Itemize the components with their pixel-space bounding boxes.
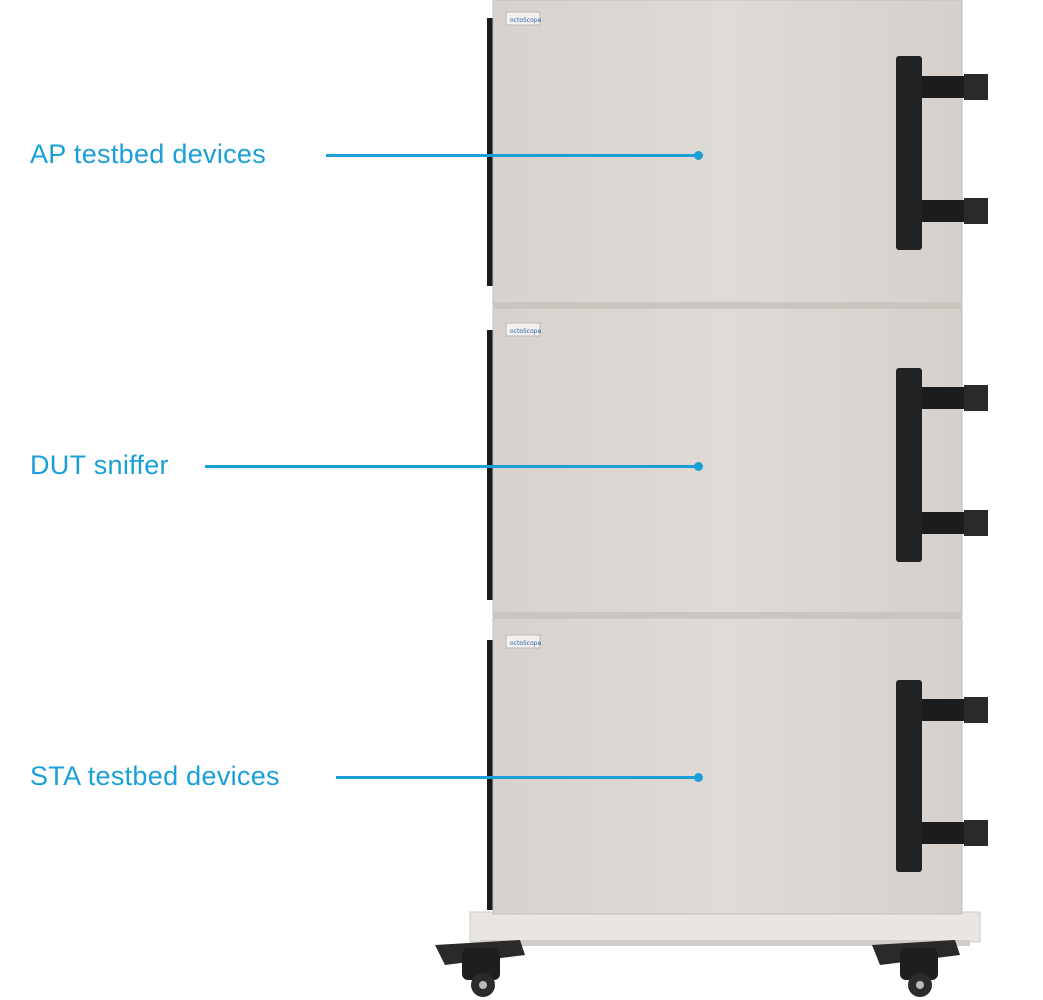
callout-anchor-dot xyxy=(694,151,703,160)
door-handle xyxy=(896,680,988,872)
brand-badge: octoScope xyxy=(505,11,542,26)
brand-badge: octoScope xyxy=(505,322,542,337)
callout-label-dut-sniffer: DUT sniffer xyxy=(30,450,169,480)
svg-text:octoScope: octoScope xyxy=(510,328,542,335)
door-handle xyxy=(896,56,988,250)
callout-leader-line xyxy=(326,154,698,157)
chamber-bottom: octoScope xyxy=(487,617,988,915)
callout-anchor-dot xyxy=(694,773,703,782)
caster-wheel-right xyxy=(872,940,960,997)
callout-anchor-dot xyxy=(694,462,703,471)
callout-leader-line xyxy=(205,465,698,468)
svg-text:octoScope: octoScope xyxy=(510,17,542,24)
cart-base xyxy=(469,911,981,946)
chamber-middle: octoScope xyxy=(487,307,988,618)
callout-label-sta-testbed: STA testbed devices xyxy=(30,761,280,791)
caster-wheel-left xyxy=(435,940,525,997)
callout-label-ap-testbed: AP testbed devices xyxy=(30,139,267,169)
svg-text:octoScope: octoScope xyxy=(510,640,542,647)
chamber-top: octoScope xyxy=(487,0,988,308)
brand-badge: octoScope xyxy=(505,634,542,649)
callout-leader-line xyxy=(336,776,698,779)
door-handle xyxy=(896,368,988,562)
